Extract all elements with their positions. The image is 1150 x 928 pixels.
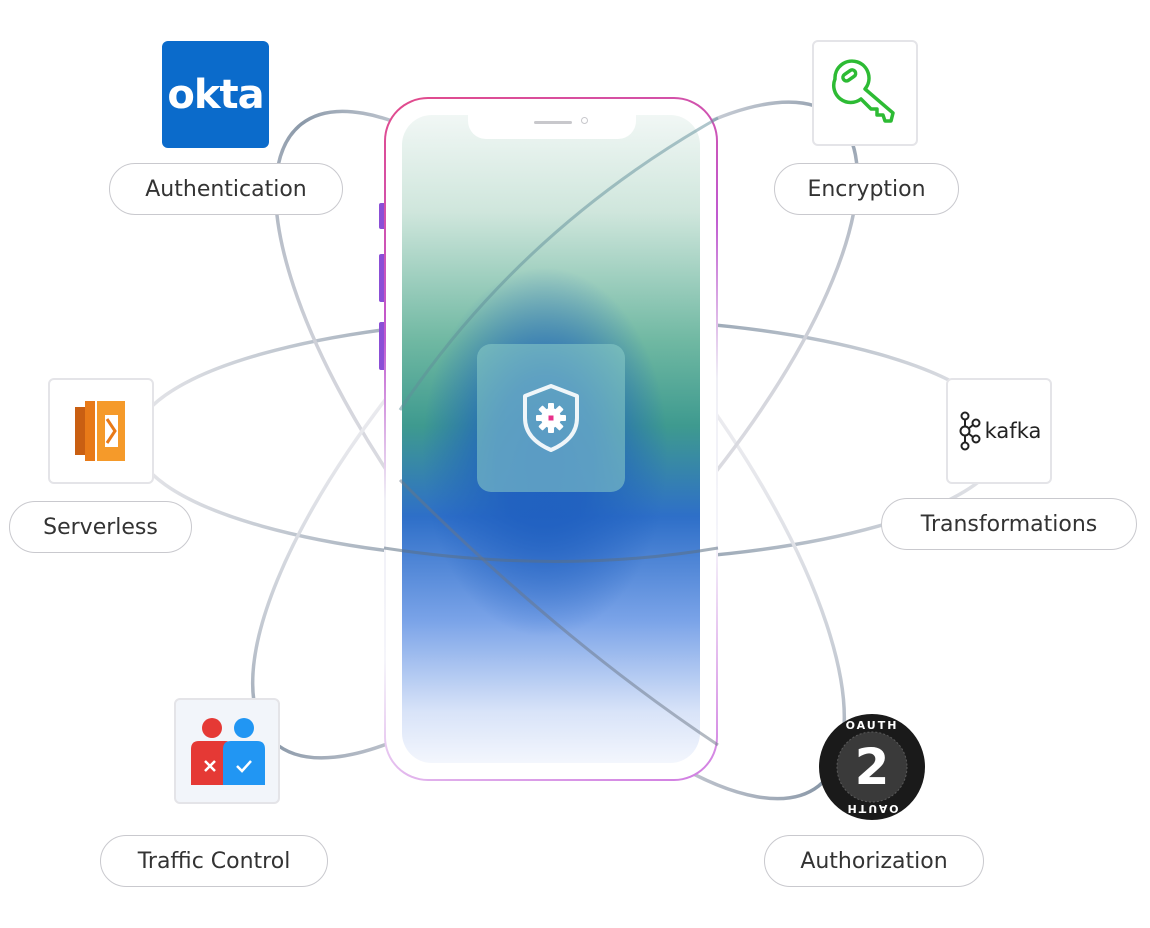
- shield-gear-icon: [523, 384, 579, 452]
- encryption-label: Encryption: [774, 163, 959, 215]
- oauth2-badge-numeral: 2: [855, 738, 890, 796]
- phone-speaker: [534, 121, 572, 124]
- oauth2-badge-bottom-text: OAUTH: [846, 802, 899, 815]
- kafka-logo: [959, 411, 981, 451]
- phone-button-silent: [379, 203, 384, 229]
- transformations-label: Transformations: [881, 498, 1137, 550]
- okta-logo-text: okta: [167, 71, 264, 118]
- serverless-label: Serverless: [9, 501, 192, 553]
- oauth2-badge: 2 OAUTH OAUTH: [819, 714, 925, 820]
- kafka-logo-text: kafka: [984, 419, 1042, 443]
- phone-camera: [581, 117, 588, 124]
- center-shield-tile: [477, 344, 625, 492]
- phone-notch: [468, 113, 636, 139]
- phone-button-volume-up: [379, 254, 384, 302]
- okta-logo: okta: [162, 41, 269, 148]
- encryption-icon-box: [812, 40, 918, 146]
- transformations-icon-box: kafka: [946, 378, 1052, 484]
- key-icon: [831, 59, 895, 123]
- phone-button-volume-down: [379, 322, 384, 370]
- traffic-control-label: Traffic Control: [100, 835, 328, 887]
- serverless-icon-box: [48, 378, 154, 484]
- two-users-allow-deny-icon: [191, 718, 265, 785]
- oauth2-badge-top-text: OAUTH: [846, 719, 899, 732]
- authorization-label: Authorization: [764, 835, 984, 887]
- authentication-label: Authentication: [109, 163, 343, 215]
- traffic-control-icon-box: [174, 698, 280, 804]
- aws-lambda-icon: [75, 401, 125, 461]
